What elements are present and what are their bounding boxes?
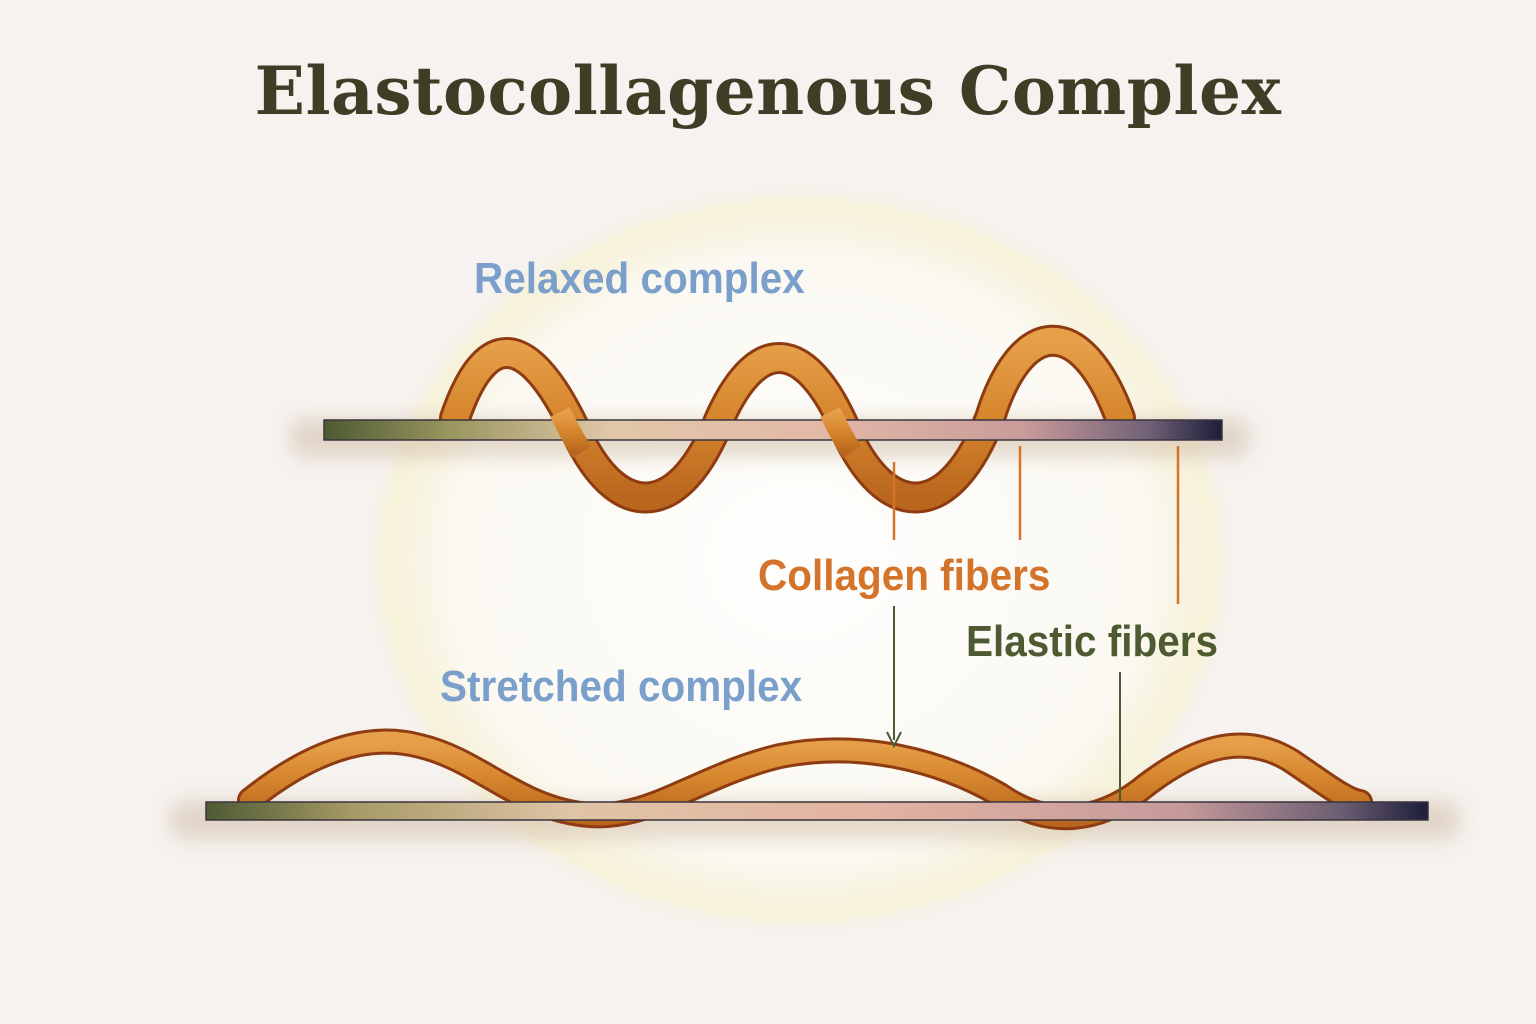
stretched-complex [170, 728, 1460, 840]
leader-lines [886, 446, 1180, 802]
stretched-complex-label: Stretched complex [440, 662, 803, 711]
relaxed-collagen-crossing-1 [550, 407, 592, 459]
diagram-title: Elastocollagenous Complex [254, 52, 1282, 130]
relaxed-collagen-fiber [442, 327, 1133, 511]
stretched-elastic-fiber [205, 801, 1429, 821]
relaxed-complex [290, 324, 1250, 514]
relaxed-complex-label: Relaxed complex [474, 254, 805, 303]
collagen-arrow-head [886, 731, 902, 749]
relaxed-elastic-fiber [323, 419, 1223, 441]
collagen-fibers-label: Collagen fibers [758, 551, 1051, 600]
relaxed-collagen-crossing-2 [820, 407, 862, 459]
stretched-collagen-fiber [240, 731, 1370, 828]
elastic-fibers-label: Elastic fibers [966, 617, 1218, 666]
